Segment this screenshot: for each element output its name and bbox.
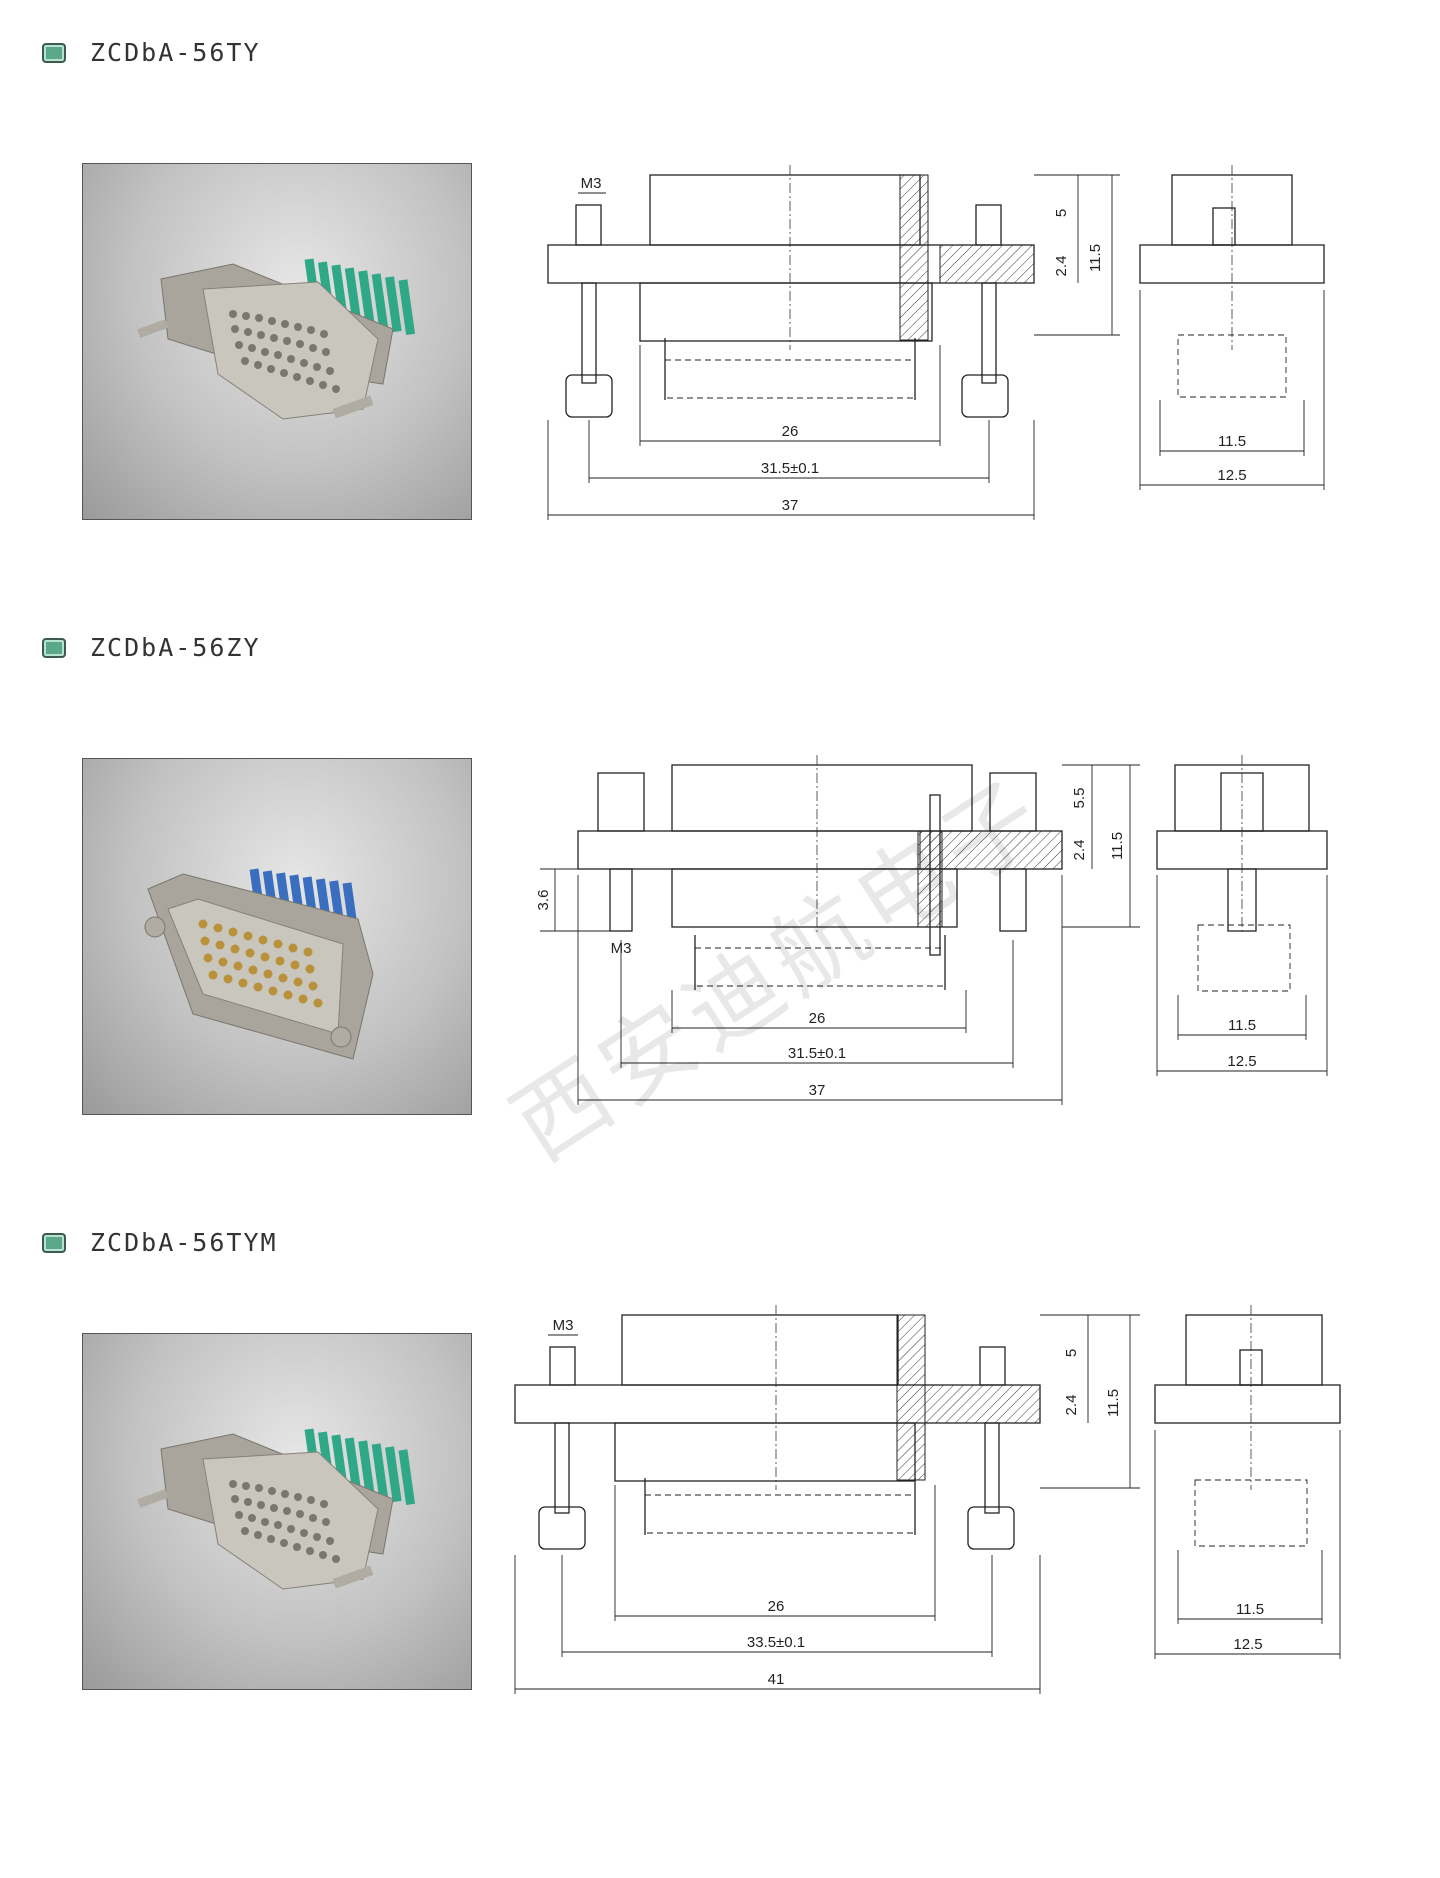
- dim-top-height: 5: [1053, 209, 1070, 217]
- dim-side-inner: 11.5: [1218, 433, 1246, 450]
- dim-body-width: 26: [768, 1598, 785, 1615]
- dim-thread: M3: [553, 1317, 574, 1334]
- dim-overall-width: 41: [768, 1671, 785, 1688]
- dim-total-height: 11.5: [1087, 244, 1104, 272]
- dim-top-height: 5: [1063, 1349, 1080, 1357]
- section-title-row: ZCDbA-56TYM: [42, 1228, 278, 1257]
- dim-flange: 2.4: [1053, 256, 1070, 277]
- product-photo: [82, 758, 472, 1115]
- product-section-1: ZCDbA-56TY: [0, 0, 1440, 560]
- product-photo: [82, 163, 472, 520]
- technical-drawing: M3 5 2.4 11.5 26 33.5±0.1 41 11.5 12.5: [514, 1305, 1341, 1694]
- dim-lower-height: 3.6: [535, 890, 552, 911]
- dim-side-inner: 11.5: [1236, 1601, 1264, 1618]
- dim-overall-width: 37: [782, 497, 799, 514]
- dim-thread: M3: [611, 940, 632, 957]
- dim-mount-spacing: 33.5±0.1: [747, 1634, 805, 1651]
- dim-overall-width: 37: [809, 1082, 826, 1099]
- connector-render-image: [137, 258, 416, 420]
- dim-body-width: 26: [809, 1010, 826, 1027]
- bullet-icon: [42, 637, 66, 658]
- dim-side-outer: 12.5: [1233, 1636, 1262, 1653]
- dim-total-height: 11.5: [1105, 1389, 1122, 1417]
- dim-flange: 2.4: [1063, 1395, 1080, 1416]
- dim-side-outer: 12.5: [1227, 1053, 1256, 1070]
- dim-side-outer: 12.5: [1217, 467, 1246, 484]
- product-section-2: ZCDbA-56ZY: [0, 595, 1440, 1155]
- dim-thread: M3: [581, 175, 602, 192]
- product-title: ZCDbA-56TY: [90, 38, 261, 67]
- dim-top-height: 5.5: [1071, 788, 1088, 809]
- technical-drawing: M3 3.6 5.5 2.4 11.5 26 31.5±0.1 37 11.5 …: [535, 755, 1328, 1105]
- technical-drawing: M3 5 2.4 11.5 26 31.5±0.1 37 11.5 12.5: [547, 165, 1325, 520]
- bullet-icon: [42, 42, 66, 63]
- connector-render-image: [137, 1428, 416, 1590]
- connector-render-image: [144, 868, 374, 1060]
- dim-total-height: 11.5: [1109, 832, 1126, 860]
- product-title: ZCDbA-56ZY: [90, 633, 261, 662]
- dim-mount-spacing: 31.5±0.1: [788, 1045, 846, 1062]
- socket-holes: [229, 310, 340, 393]
- socket-holes: [229, 1480, 340, 1563]
- product-photo: [82, 1333, 472, 1690]
- dim-body-width: 26: [782, 423, 799, 440]
- dim-side-inner: 11.5: [1228, 1017, 1256, 1034]
- dim-mount-spacing: 31.5±0.1: [761, 460, 819, 477]
- product-title: ZCDbA-56TYM: [90, 1228, 278, 1257]
- product-section-3: ZCDbA-56TYM: [0, 1190, 1440, 1750]
- bullet-icon: [42, 1232, 66, 1253]
- section-title-row: ZCDbA-56ZY: [42, 633, 261, 662]
- gold-pins: [198, 919, 323, 1008]
- dim-flange: 2.4: [1071, 840, 1088, 861]
- section-title-row: ZCDbA-56TY: [42, 38, 261, 67]
